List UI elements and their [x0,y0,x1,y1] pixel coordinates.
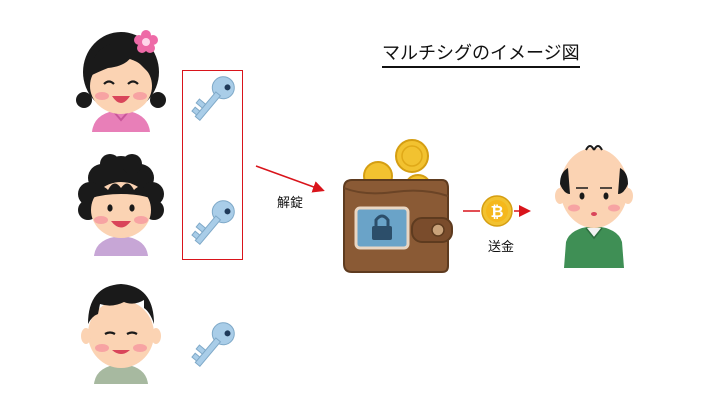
locked-wallet-icon [343,139,453,273]
bitcoin-coin-icon: ₿ [481,195,513,227]
key-icon [191,76,235,122]
diagram-title: マルチシグのイメージ図 [382,42,580,68]
man-recipient-icon [555,145,633,268]
boy-icon [81,284,161,384]
girl-with-bow-icon [76,30,166,132]
svg-text:₿: ₿ [490,202,503,221]
key-icon [191,322,235,368]
selected-keys-frame [182,70,243,260]
curly-hair-woman-icon [78,154,164,256]
key-icon [191,200,235,246]
unlock-label: 解錠 [277,196,304,211]
send-label: 送金 [488,240,515,255]
